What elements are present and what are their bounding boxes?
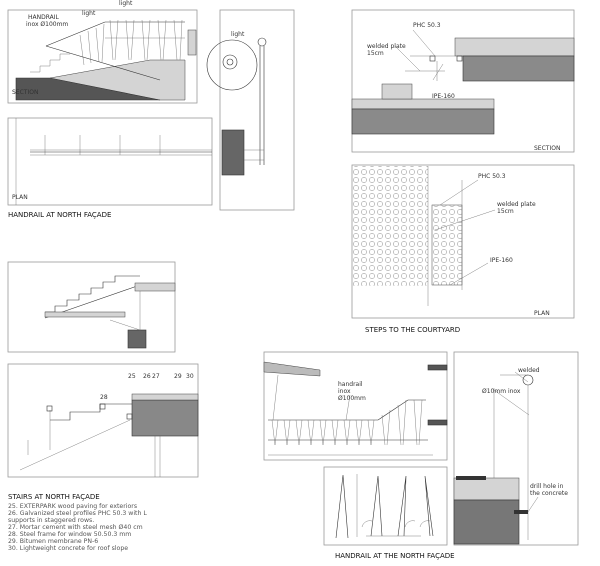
note-line: 27. Mortar cement with steel mesh Ø40 cm: [8, 523, 143, 531]
note-line: 29. Bitumen membrane PN-6: [8, 538, 98, 545]
marker-25: 25: [128, 373, 136, 380]
plan-welded-plate-label: welded plate: [497, 201, 536, 208]
ipe-label: IPE-160: [432, 93, 455, 100]
marker-28: 28: [100, 394, 108, 401]
note-line: 30. Lightweight concrete for roof slope: [8, 545, 128, 552]
note-line: supports in staggered rows.: [8, 517, 94, 524]
steps-section-drawing: PHC 50.3 welded plate 15cm IPE-160 SECTI…: [351, 9, 575, 153]
marker-27: 27: [152, 373, 160, 380]
light-label-top: light: [119, 0, 133, 7]
note-line: 26. Galvanized steel profiles PHC 50.3 w…: [8, 510, 147, 517]
plan-label: PLAN: [12, 194, 28, 201]
note-line: 25. EXTERPARK wood paving for exteriors: [8, 503, 137, 510]
note-line: 28. Steel frame for window 50.50.3 mm: [8, 531, 131, 538]
anchor-detail-drawing: welded Ø10mm inox drill hole in the conc…: [453, 351, 579, 546]
welded-label: welded: [518, 367, 540, 374]
section-label: SECTION: [12, 89, 38, 96]
stairs-detail-drawing: 25 26 27 29 30 28: [7, 363, 199, 478]
post-detail-drawing: [323, 466, 448, 546]
plan-welded-plate-size-label: 15cm: [497, 208, 514, 215]
welded-plate-size-label: 15cm: [367, 50, 384, 57]
plan-phc-label: PHC 50.3: [478, 173, 506, 180]
light-label-mid: light: [82, 10, 96, 17]
stairs-north-title: STAIRS AT NORTH FAÇADE: [8, 493, 100, 501]
steps-courtyard-title: STEPS TO THE COURTYARD: [365, 326, 460, 334]
stairs-section-drawing: [7, 261, 176, 353]
drill-hole-label: drill hole in: [530, 483, 564, 490]
handrail-section-drawing: HANDRAIL inox Ø100mm light light SECTION: [7, 0, 198, 104]
handrail-size-label: inox Ø100mm: [26, 21, 68, 28]
light-label-detail: light: [231, 31, 245, 38]
plan-ipe-label: IPE-160: [490, 257, 513, 264]
handrail-facade-title: HANDRAIL AT THE NORTH FAÇADE: [335, 552, 455, 560]
handrail-plan-drawing: PLAN: [7, 117, 213, 206]
handrail-material-label: inox: [338, 388, 351, 395]
plan-label: PLAN: [534, 310, 550, 317]
handrail-detail-drawing: light: [206, 9, 295, 211]
rod-label: Ø10mm inox: [482, 388, 521, 395]
welded-plate-label: welded plate: [367, 43, 406, 50]
marker-30: 30: [186, 373, 194, 380]
phc-label: PHC 50.3: [413, 22, 441, 29]
handrail-size-label: Ø100mm: [338, 395, 366, 402]
drill-hole-label-2: the concrete: [530, 490, 568, 497]
handrail-north-title: HANDRAIL AT NORTH FAÇADE: [8, 211, 111, 219]
handrail-label: handrail: [338, 381, 363, 388]
handrail-elevation-drawing: handrail inox Ø100mm: [263, 351, 448, 461]
handrail-label: HANDRAIL: [28, 14, 60, 21]
marker-26: 26: [143, 373, 151, 380]
stairs-notes: 25. EXTERPARK wood paving for exteriors …: [8, 503, 147, 552]
marker-29: 29: [174, 373, 182, 380]
steps-plan-drawing: PHC 50.3 welded plate 15cm IPE-160 PLAN: [351, 164, 575, 319]
section-label: SECTION: [534, 145, 560, 152]
